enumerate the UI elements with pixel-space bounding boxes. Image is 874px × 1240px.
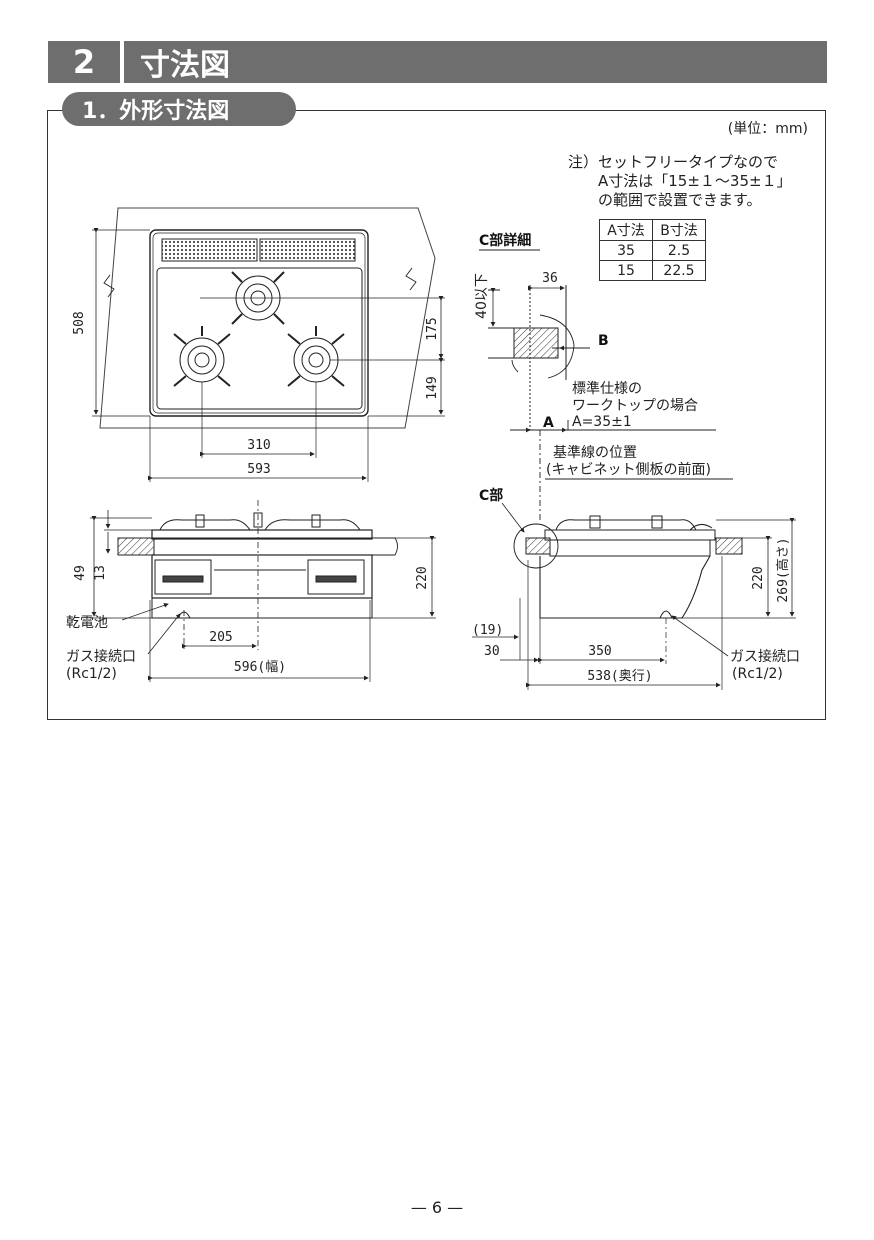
diagram-frame bbox=[47, 110, 826, 720]
dim-596-width: 596(幅) bbox=[234, 660, 286, 675]
cooktop-outline bbox=[149, 229, 369, 417]
vent-grille-left bbox=[161, 238, 258, 262]
control-panel-right bbox=[307, 559, 365, 595]
dim-508: 508 bbox=[72, 311, 87, 334]
dim-36: 36 bbox=[542, 271, 558, 286]
c-detail bbox=[488, 285, 733, 520]
burner-front-right bbox=[287, 326, 345, 387]
vent-grille-right bbox=[259, 238, 356, 262]
dim-538-depth: 538(奥行) bbox=[587, 669, 652, 684]
standard-spec-line-3: A=35±1 bbox=[572, 414, 632, 430]
section-title: 寸法図 bbox=[124, 41, 827, 83]
unit-note: (単位：mm) bbox=[727, 121, 808, 137]
ab-dimension-table: A寸法 B寸法 35 2.5 15 22.5 bbox=[599, 219, 706, 281]
battery-label: 乾電池 bbox=[66, 615, 108, 631]
dim-350: 350 bbox=[588, 644, 611, 659]
control-panel-left bbox=[154, 559, 212, 595]
baseline-line-2: (キャビネット側板の前面) bbox=[546, 461, 711, 478]
label-b: B bbox=[598, 333, 609, 349]
dim-13: 13 bbox=[93, 565, 108, 581]
dim-40-or-less: 40以下 bbox=[474, 273, 490, 319]
standard-spec-line-2: ワークトップの場合 bbox=[572, 398, 698, 414]
dim-593: 593 bbox=[247, 462, 270, 477]
dim-220-front: 220 bbox=[415, 566, 430, 589]
section-number: 2 bbox=[48, 41, 120, 83]
table-row: 35 2.5 bbox=[599, 240, 706, 261]
table-cell: 22.5 bbox=[652, 260, 706, 281]
table-row: 15 22.5 bbox=[599, 260, 706, 281]
dim-269-height: 269(高さ) bbox=[775, 537, 791, 602]
note-line-2: A寸法は「15±１～35±１」 bbox=[598, 172, 792, 190]
table-cell: 15 bbox=[599, 260, 653, 281]
baseline-line-1: 基準線の位置 bbox=[553, 444, 637, 461]
burner-front-left bbox=[173, 326, 231, 387]
gas-spec-label-front: (Rc1/2) bbox=[66, 666, 117, 682]
dim-30: 30 bbox=[484, 644, 500, 659]
front-view bbox=[90, 500, 436, 682]
note-line-3: の範囲で設置できます。 bbox=[598, 191, 762, 209]
top-view bbox=[92, 207, 445, 482]
dim-220-side: 220 bbox=[751, 566, 766, 589]
standard-spec-line-1: 標準仕様の bbox=[572, 381, 642, 397]
gas-spec-label-side: (Rc1/2) bbox=[732, 666, 783, 682]
dim-310: 310 bbox=[247, 438, 270, 453]
page-number: — 6 — bbox=[410, 1198, 464, 1217]
gas-inlet-label-front: ガス接続口 bbox=[66, 648, 136, 665]
detail-title: C部詳細 bbox=[479, 232, 531, 249]
dim-49: 49 bbox=[73, 565, 88, 581]
subsection-title: 1．外形寸法図 bbox=[62, 92, 296, 126]
dim-149: 149 bbox=[425, 376, 440, 399]
dim-175: 175 bbox=[425, 317, 440, 340]
note-line-1: 注）セットフリータイプなので bbox=[568, 153, 779, 171]
table-header-a: A寸法 bbox=[599, 219, 653, 241]
installation-note: 注）セットフリータイプなので A寸法は「15±１～35±１」 の範囲で設置できま… bbox=[568, 153, 792, 210]
label-a: A bbox=[543, 415, 554, 431]
dim-19: (19) bbox=[472, 623, 503, 638]
gas-inlet-label-side: ガス接続口 bbox=[730, 648, 800, 665]
c-part-label: C部 bbox=[479, 487, 503, 504]
side-view bbox=[472, 502, 796, 690]
dim-205: 205 bbox=[209, 630, 232, 645]
hatched-worktop bbox=[513, 327, 559, 359]
